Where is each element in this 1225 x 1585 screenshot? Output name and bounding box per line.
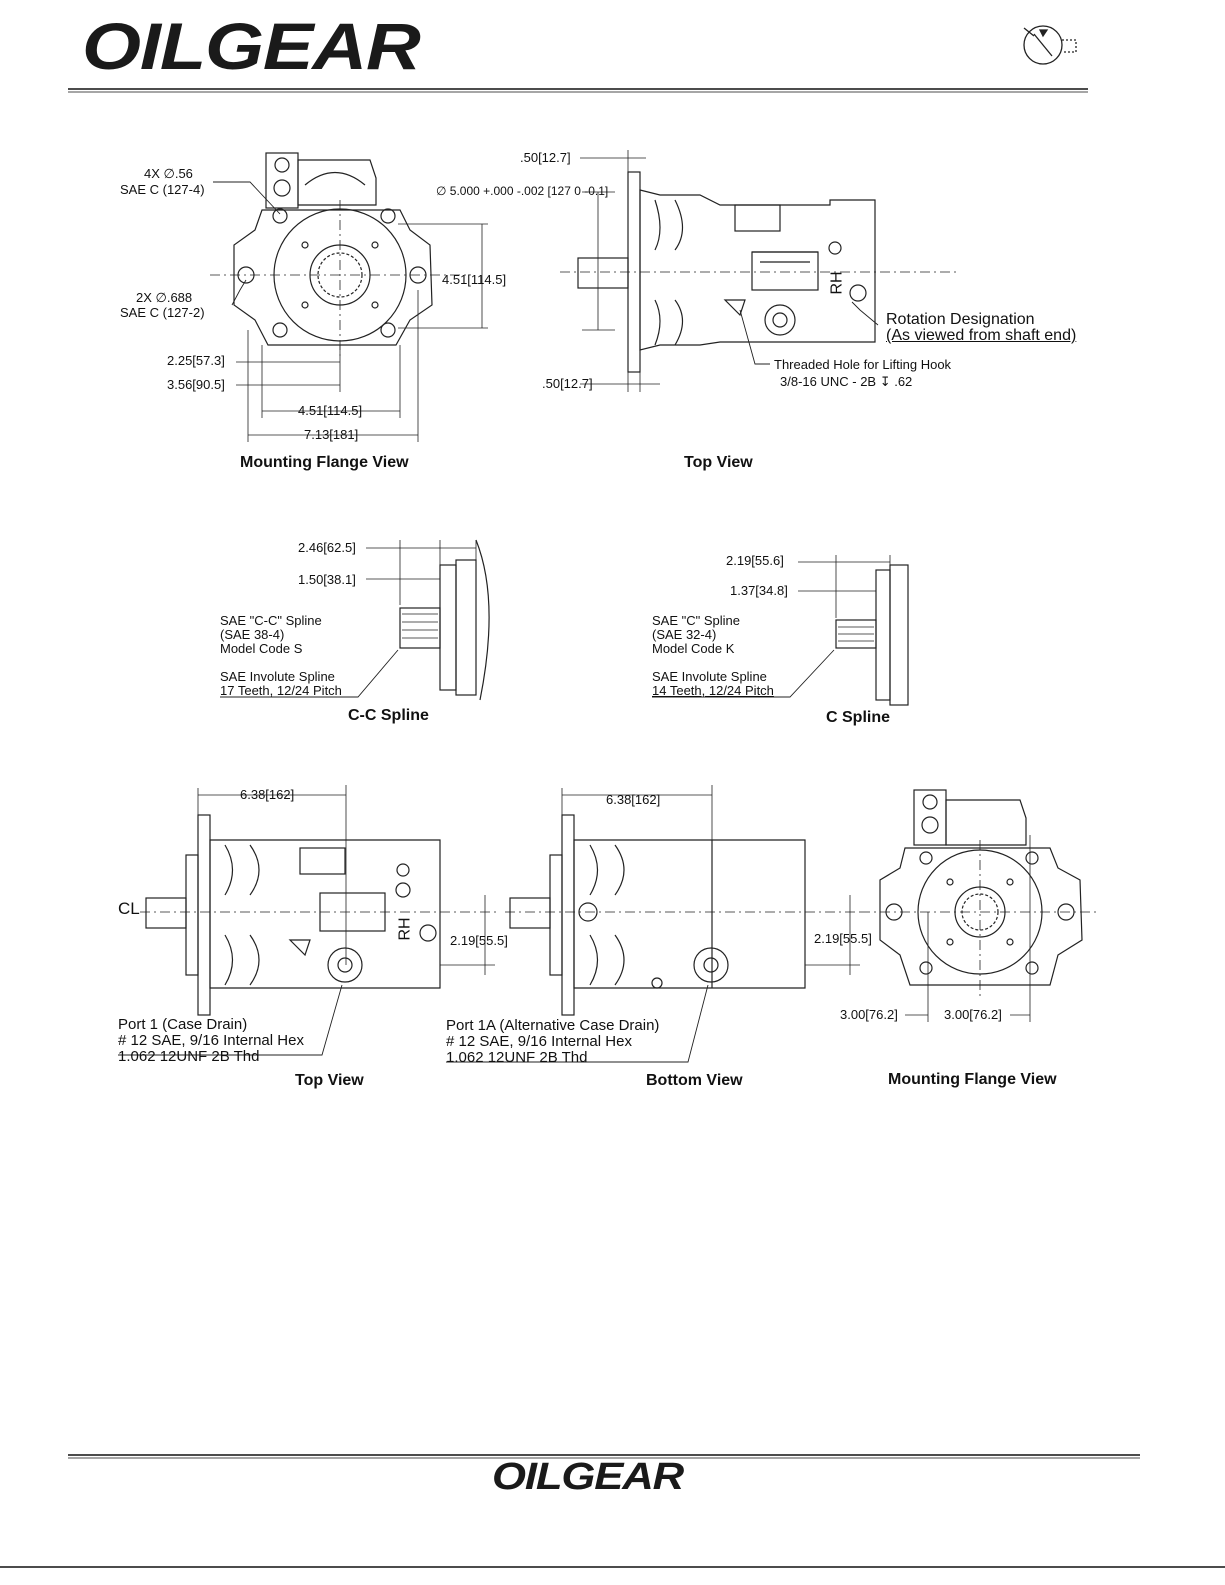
c-involute-2: 14 Teeth, 12/24 Pitch [652,683,774,698]
cc-involute-2: 17 Teeth, 12/24 Pitch [220,683,342,698]
cc-spline-desc-2: (SAE 38-4) [220,627,285,642]
dim-bottom-offset: 2.19[55.5] [814,931,872,946]
title-mounting-flange-view-1: Mounting Flange View [240,454,409,471]
dim-flange-height: 4.51[114.5] [442,272,507,287]
dim-bottom-length: 6.38[162] [606,792,661,807]
port-1a-thread: 1.062 12UNF 2B Thd [446,1049,588,1066]
dim-flange-left: 3.00[76.2] [840,1007,898,1022]
c-spline-desc-3: Model Code K [652,641,735,656]
mounting-flange-view-1 [210,152,488,442]
c-spline-desc-2: (SAE 32-4) [652,627,717,642]
footer-oilgear-logo: OILGEAR [492,1456,684,1498]
port-1a-size: # 12 SAE, 9/16 Internal Hex [446,1033,632,1050]
lifting-hook-thread: 3/8-16 UNC - 2B ↧ .62 [780,374,913,389]
dim-c-2-19: 2.19[55.6] [726,553,784,568]
top-view-1 [560,150,960,392]
port-1-size: # 12 SAE, 9/16 Internal Hex [118,1032,304,1049]
rotation-designation: Rotation Designation [886,311,1035,328]
dim-bottom-50: .50[12.7] [542,376,593,391]
rh-label-2: RH [396,917,414,941]
cc-involute-1: SAE Involute Spline [220,669,335,684]
lifting-hook-label: Threaded Hole for Lifting Hook [774,357,952,372]
dim-c-1-37: 1.37[34.8] [730,583,788,598]
centerline-label: CL [118,899,140,918]
dim-3-56: 3.56[90.5] [167,377,225,392]
callout-2x-sae: SAE C (127-2) [120,305,205,320]
cc-spline-desc-1: SAE "C-C" Spline [220,613,322,628]
dim-pilot-diameter: ∅ 5.000 +.000 -.002 [127 0 -0.1] [436,184,609,198]
title-top-view-1: Top View [684,454,753,471]
port-1-thread: 1.062 12UNF 2B Thd [118,1048,260,1065]
pump-symbol-icon [1023,25,1077,65]
dim-cc-2-46: 2.46[62.5] [298,540,356,555]
bottom-view [446,785,860,1063]
dim-cc-1-50: 1.50[38.1] [298,572,356,587]
rh-label-1: RH [828,271,846,295]
port-1-label: Port 1 (Case Drain) [118,1016,248,1033]
callout-4x-holes: 4X ∅.56 [144,166,193,181]
title-mounting-flange-view-2: Mounting Flange View [888,1071,1057,1088]
port-1a-label: Port 1A (Alternative Case Drain) [446,1017,660,1034]
top-view-2 [118,785,500,1056]
dim-top-offset: 2.19[55.5] [450,933,508,948]
dim-top-50: .50[12.7] [520,150,571,165]
rotation-note: (As viewed from shaft end) [886,327,1077,344]
callout-2x-holes: 2X ∅.688 [136,290,193,305]
mounting-flange-view-2 [860,789,1100,1022]
cc-spline-desc-3: Model Code S [220,641,303,656]
cc-spline-view [220,539,490,701]
callout-4x-sae: SAE C (127-4) [120,182,205,197]
dim-7-13: 7.13[181] [304,427,359,442]
c-spline-desc-1: SAE "C" Spline [652,613,740,628]
c-involute-1: SAE Involute Spline [652,669,767,684]
dim-flange-right: 3.00[76.2] [944,1007,1002,1022]
title-bottom-view: Bottom View [646,1072,743,1089]
dim-4-51: 4.51[114.5] [298,403,363,418]
title-cc-spline: C-C Spline [348,707,429,724]
dim-2-25: 2.25[57.3] [167,353,225,368]
title-top-view-2: Top View [295,1072,364,1089]
title-c-spline: C Spline [826,709,891,726]
oilgear-logo: OILGEAR [82,9,421,83]
c-spline-view [652,555,909,706]
dim-top-length: 6.38[162] [240,787,295,802]
